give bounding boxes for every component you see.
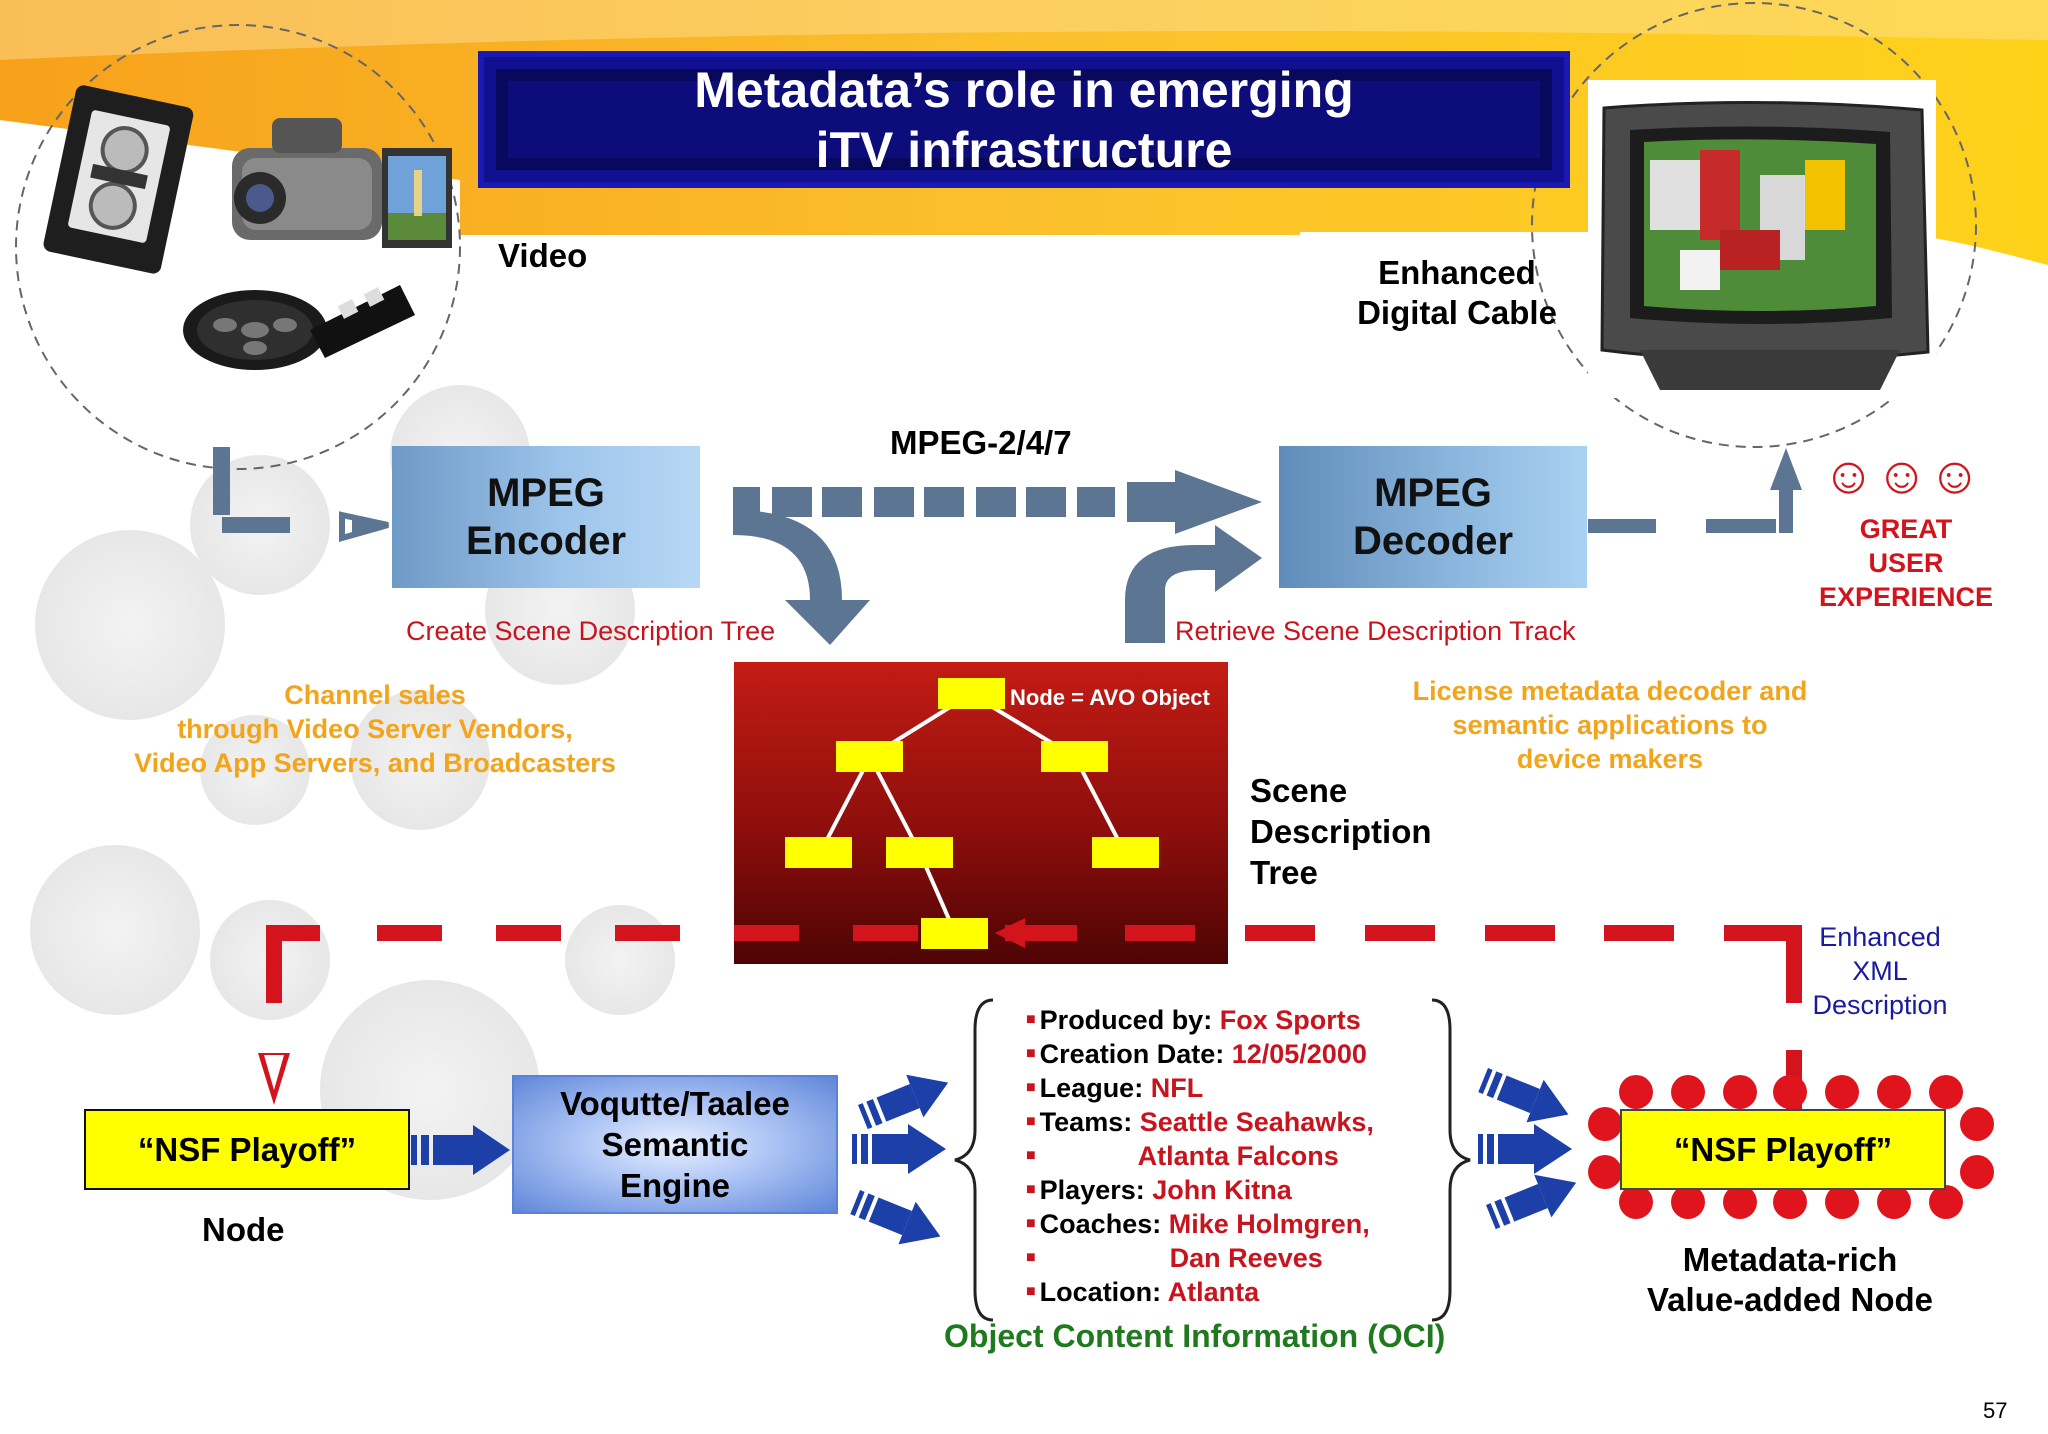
tree-caption-line-3: Tree: [1250, 854, 1318, 891]
experience-label: GREAT USER EXPERIENCE: [1808, 512, 2004, 614]
experience-line-3: EXPERIENCE: [1818, 582, 1994, 612]
xml-line-3: Description: [1812, 990, 1948, 1020]
experience-line-1: GREAT: [1859, 514, 1953, 544]
tree-node-label: Node = AVO Object: [1010, 685, 1210, 710]
scene-description-tree-box: [734, 662, 1228, 964]
experience-line-2: USER: [1868, 548, 1944, 578]
channel-sales-line-2: through Video Server Vendors,: [177, 714, 573, 744]
tree-caption: Scene Description Tree: [1250, 770, 1432, 893]
oci-item-teams-cont: ■Atlanta Falcons: [1026, 1141, 1339, 1171]
oci-item-teams: ■Teams: Seattle Seahawks,: [1026, 1107, 1374, 1137]
oci-item-coaches-cont: ■Dan Reeves: [1026, 1243, 1323, 1273]
encoder-line-1: MPEG: [487, 471, 605, 515]
engine-line-3: Engine: [619, 1167, 730, 1204]
television-icon: [1588, 80, 1936, 398]
channel-sales-text: Channel sales through Video Server Vendo…: [100, 678, 650, 780]
oci-to-richnode-arrows: [1478, 1068, 1577, 1230]
encoder-to-decoder-arrow: [733, 470, 1262, 534]
tree-caption-line-2: Description: [1250, 813, 1432, 850]
oci-item-league: ■League: NFL: [1026, 1073, 1204, 1103]
video-dashed-circle: [15, 24, 461, 470]
encoder-to-tree-arrow: [733, 510, 870, 645]
mpeg-encoder-box: MPEG Encoder: [392, 446, 700, 588]
tv-dashed-circle: [1531, 2, 1977, 448]
channel-sales-line-3: Video App Servers, and Broadcasters: [134, 748, 616, 778]
decoder-caption: Retrieve Scene Description Track: [1175, 616, 1576, 646]
slide-title: Metadata’s role in emerging iTV infrastr…: [478, 51, 1570, 188]
rich-node-caption-line-1: Metadata-rich: [1682, 1241, 1898, 1278]
smiley-icons: ☺☺☺: [1822, 447, 1982, 505]
video-to-encoder-connector: [213, 447, 390, 542]
oci-item-creation-date: ■Creation Date: 12/05/2000: [1026, 1039, 1367, 1069]
rich-node-caption: Metadata-rich Value-added Node: [1620, 1240, 1960, 1320]
tree-to-decoder-arrow: [1125, 525, 1262, 643]
oci-item-coaches: ■Coaches: Mike Holmgren,: [1026, 1209, 1370, 1239]
encoder-line-2: Encoder: [465, 519, 627, 563]
engine-line-2: Semantic: [601, 1126, 749, 1163]
xml-line-2: XML: [1852, 956, 1908, 986]
channel-sales-line-1: Channel sales: [284, 680, 466, 710]
license-line-3: device makers: [1516, 744, 1704, 774]
mpeg-standard-label: MPEG-2/4/7: [890, 424, 1072, 461]
oci-item-players: ■Players: John Kitna: [1026, 1175, 1292, 1205]
title-line-1: Metadata’s role in emerging: [694, 61, 1354, 118]
oci-item-location: ■Location: Atlanta: [1026, 1277, 1260, 1307]
metadata-dots: [1588, 1075, 1994, 1219]
cable-label: Enhanced Digital Cable: [1352, 253, 1562, 333]
decoder-line-1: MPEG: [1374, 471, 1492, 515]
license-text: License metadata decoder and semantic ap…: [1380, 674, 1840, 776]
left-brace: [954, 998, 994, 1322]
xml-description-label: Enhanced XML Description: [1800, 920, 1960, 1022]
cable-line-1: Enhanced: [1378, 254, 1536, 291]
video-label: Video: [498, 237, 588, 274]
tree-caption-line-1: Scene: [1250, 772, 1348, 809]
node-to-engine-arrow: [411, 1125, 510, 1175]
xml-line-1: Enhanced: [1819, 922, 1941, 952]
license-line-1: License metadata decoder and: [1412, 676, 1808, 706]
oci-caption: Object Content Information (OCI): [944, 1318, 1446, 1354]
engine-line-1: Voqutte/Taalee: [560, 1085, 790, 1122]
right-brace: [1431, 998, 1471, 1322]
node-caption: Node: [202, 1211, 285, 1248]
oci-list: ■Produced by: Fox Sports ■Creation Date:…: [1026, 1003, 1374, 1309]
mpeg-decoder-box: MPEG Decoder: [1279, 446, 1587, 588]
decoder-line-2: Decoder: [1352, 519, 1514, 563]
nsf-playoff-node: “NSF Playoff”: [84, 1109, 410, 1190]
page-number: 57: [1983, 1398, 2008, 1423]
film-reel-icon: [183, 285, 415, 370]
engine-to-oci-arrows: [850, 1074, 949, 1245]
camcorder-icon: [232, 118, 452, 248]
oci-item-produced-by: ■Produced by: Fox Sports: [1026, 1005, 1361, 1035]
license-line-2: semantic applications to: [1452, 710, 1768, 740]
metadata-rich-node: “NSF Playoff”: [1620, 1109, 1946, 1190]
vhs-cassette-icon: [43, 85, 194, 274]
semantic-engine-box: Voqutte/Taalee Semantic Engine: [512, 1075, 838, 1214]
encoder-caption: Create Scene Description Tree: [406, 616, 776, 646]
decoder-to-experience-connector: [1588, 448, 1802, 533]
rich-node-caption-line-2: Value-added Node: [1646, 1281, 1934, 1318]
cable-line-2: Digital Cable: [1357, 294, 1557, 331]
title-line-2: iTV infrastructure: [815, 121, 1233, 178]
